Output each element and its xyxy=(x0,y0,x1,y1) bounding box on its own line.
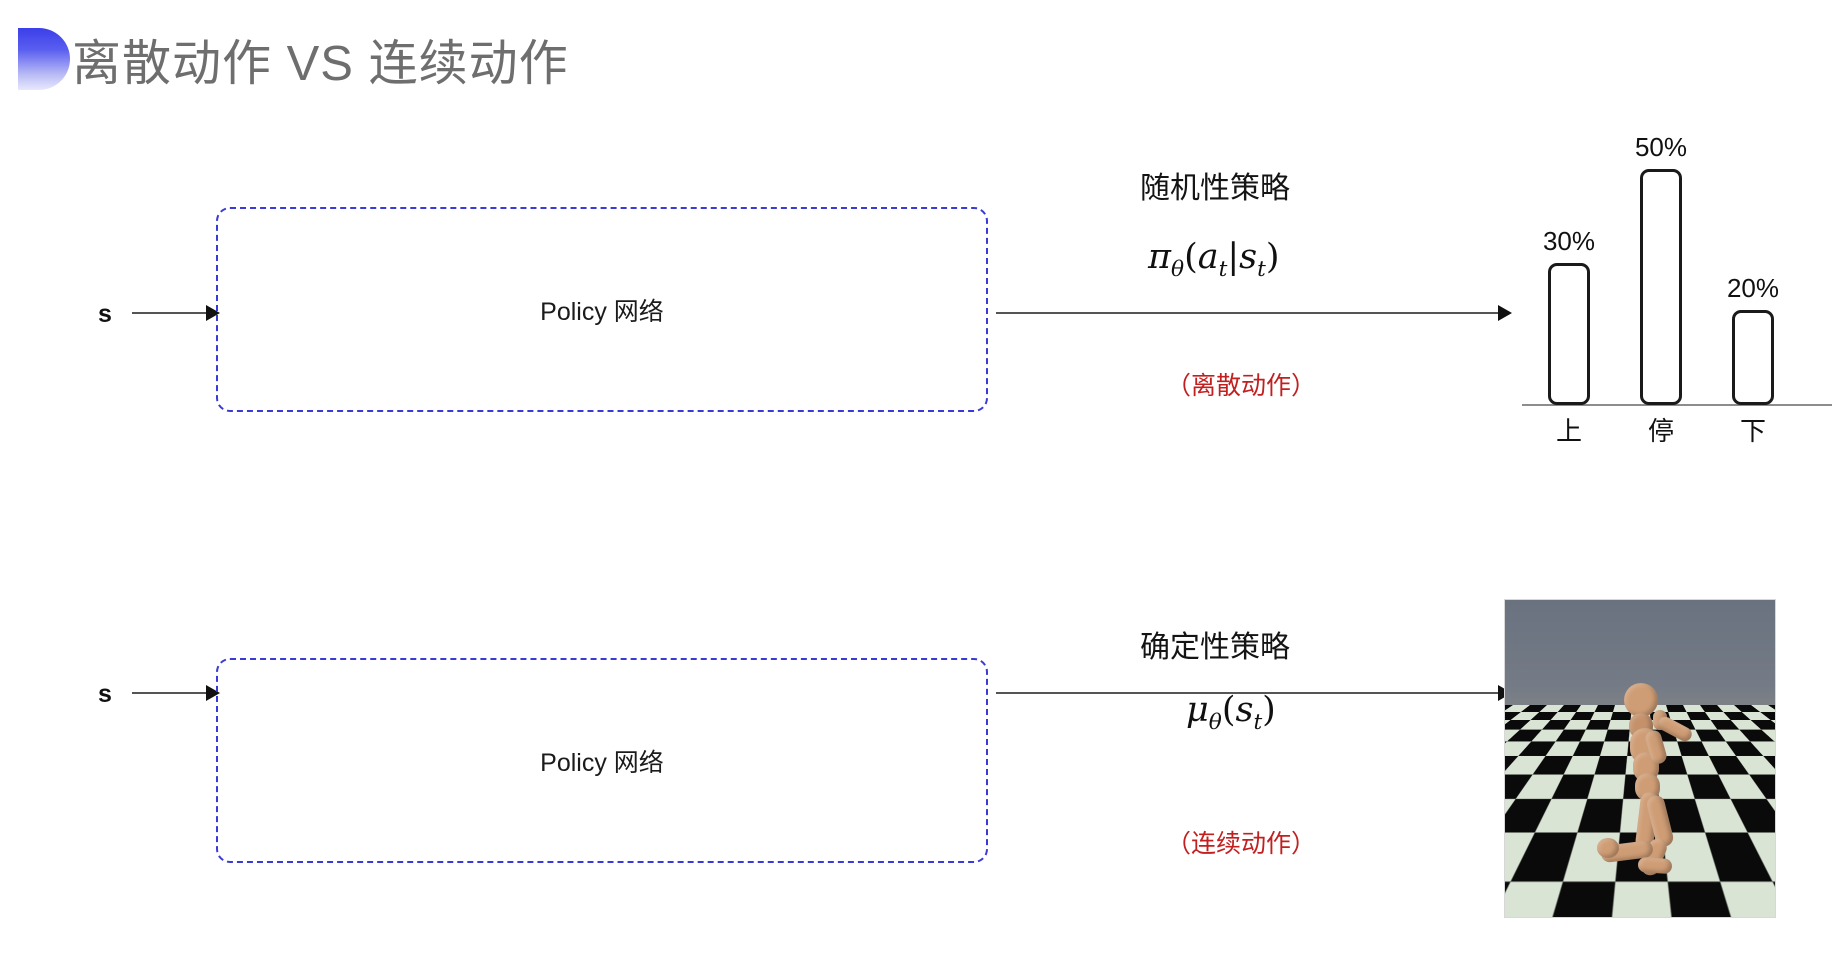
discrete-input-label: s xyxy=(98,300,112,328)
continuous-input-arrow-line xyxy=(132,692,212,694)
page-title: 离散动作 VS 连续动作 xyxy=(72,37,569,91)
formula-theta-2: θ xyxy=(1208,710,1222,735)
chart-bar xyxy=(1640,169,1682,405)
humanoid-right-foot xyxy=(1637,856,1673,875)
formula-action-subscript: t xyxy=(1218,257,1228,282)
chart-x-axis xyxy=(1522,404,1832,406)
formula-state: s xyxy=(1239,237,1258,277)
continuous-action-note: （连续动作） xyxy=(1166,830,1317,858)
deterministic-policy-label: 确定性策略 xyxy=(1140,631,1290,664)
continuous-policy-box[interactable]: Policy 网络 xyxy=(216,658,988,863)
chart-bar xyxy=(1732,310,1774,405)
chart-category-label: 上 xyxy=(1555,416,1582,446)
chart-category-label: 停 xyxy=(1647,416,1674,446)
chart-bar-value-label: 50% xyxy=(1634,132,1688,162)
chart-bar-value-label: 30% xyxy=(1542,226,1596,256)
discrete-action-note: （离散动作） xyxy=(1166,372,1317,400)
formula-action: a xyxy=(1197,237,1219,277)
stochastic-policy-formula: πθ(at|st) xyxy=(1148,237,1279,282)
chart-bar-value-label: 20% xyxy=(1726,273,1780,303)
formula-close-paren-2: ) xyxy=(1262,690,1276,730)
discrete-output-arrow-line xyxy=(996,312,1506,314)
formula-conditional-bar: | xyxy=(1227,237,1240,277)
humanoid-sim-image xyxy=(1505,600,1775,917)
humanoid-left-foot xyxy=(1597,838,1619,858)
formula-open-paren-2: ( xyxy=(1221,690,1236,730)
formula-close-paren: ) xyxy=(1265,237,1280,277)
continuous-input-label: s xyxy=(98,680,112,708)
continuous-policy-box-label: Policy 网络 xyxy=(540,748,664,777)
formula-state-subscript-2: t xyxy=(1253,710,1263,735)
formula-open-paren: ( xyxy=(1184,237,1198,277)
chart-category-label: 下 xyxy=(1739,416,1766,446)
formula-state-2: s xyxy=(1235,690,1254,730)
discrete-input-arrow-line xyxy=(132,312,212,314)
discrete-action-bar-chart: 30% 上 50% 停 20% 下 xyxy=(1522,100,1832,450)
continuous-output-arrow-line xyxy=(996,692,1506,694)
discrete-output-arrow-head xyxy=(1498,305,1512,321)
formula-mu: μ xyxy=(1186,690,1209,730)
title-decoration-icon xyxy=(18,28,70,90)
discrete-policy-box[interactable]: Policy 网络 xyxy=(216,207,988,412)
chart-bar xyxy=(1548,263,1590,405)
deterministic-policy-formula: μθ(st) xyxy=(1186,690,1276,735)
formula-state-subscript: t xyxy=(1257,257,1266,282)
formula-theta: θ xyxy=(1171,257,1185,282)
discrete-policy-box-label: Policy 网络 xyxy=(540,297,664,326)
humanoid-head xyxy=(1624,683,1658,717)
stochastic-policy-label: 随机性策略 xyxy=(1140,172,1290,205)
formula-pi: π xyxy=(1148,237,1172,277)
